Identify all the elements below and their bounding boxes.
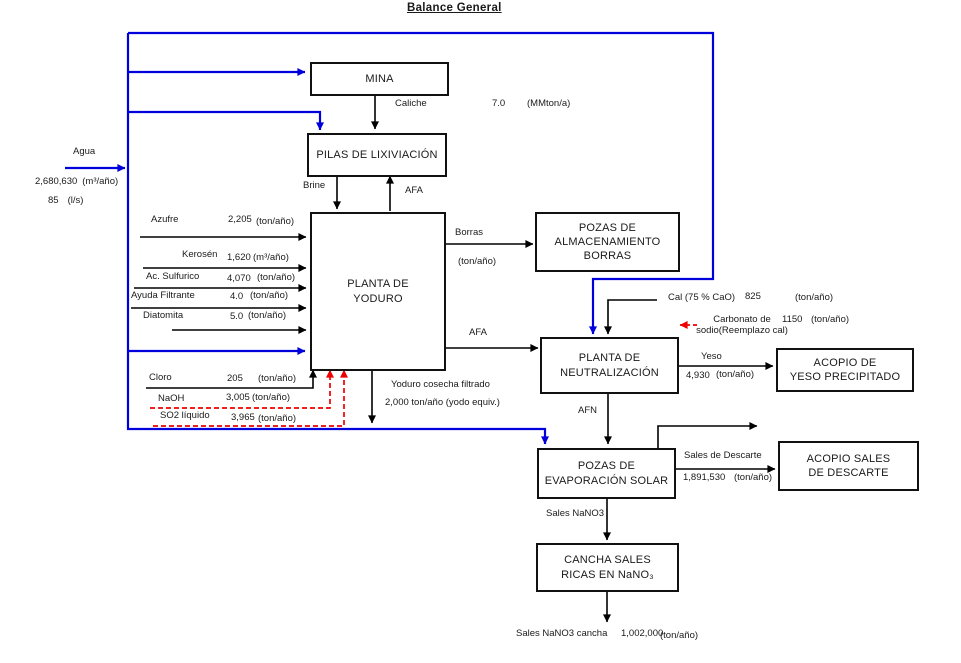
box-acopio-yeso-line1: ACOPIO DE xyxy=(813,356,877,369)
ac-sulfurico-unit: (ton/año) xyxy=(257,272,296,283)
ac-sulfurico-value: 4,070 xyxy=(227,273,251,284)
box-evaporacion-line1: POZAS DE xyxy=(577,460,636,473)
cloro-label: Cloro xyxy=(149,372,172,383)
box-neutralizacion-line1: PLANTA DE xyxy=(578,352,641,365)
agua-value2: 85 xyxy=(48,195,59,206)
naoh-unit: (ton/año) xyxy=(252,392,291,403)
box-mina-label: MINA xyxy=(365,72,394,85)
azufre-unit: (ton/año) xyxy=(256,216,295,227)
box-pilas-lixiviacion: PILAS DE LIXIVIACIÓN xyxy=(307,133,447,177)
box-pozas-evaporacion: POZAS DE EVAPORACIÓN SOLAR xyxy=(537,448,676,499)
evaporacion-top-elbow-arrow xyxy=(657,422,758,448)
ayuda-filtrante-label: Ayuda Filtrante xyxy=(131,290,195,301)
afa-out-label: AFA xyxy=(469,327,487,338)
box-pozas-borras-line2: ALMACENAMIENTO xyxy=(554,235,661,248)
borras-label: Borras xyxy=(455,227,483,238)
caliche-label: Caliche xyxy=(395,98,427,109)
cloro-value: 205 xyxy=(227,373,243,384)
box-acopio-sales-line1: ACOPIO SALES xyxy=(806,452,891,465)
cal-label: Cal (75 % CaO) xyxy=(668,292,736,303)
azufre-label: Azufre xyxy=(151,214,179,225)
yeso-value: 4,930 xyxy=(686,370,710,381)
box-planta-neutralizacion: PLANTA DE NEUTRALIZACIÓN xyxy=(540,337,679,394)
cloro-arrow xyxy=(146,369,317,389)
naoh-value: 3,005 xyxy=(226,392,250,403)
blue-branch-to-pilas xyxy=(128,110,324,131)
box-cancha-sales: CANCHA SALES RICAS EN NaNO₃ xyxy=(536,543,679,592)
agua-unit2: (l/s) xyxy=(67,195,84,206)
afa-recycle-label: AFA xyxy=(405,185,423,196)
sales-cancha-value: 1,002,000 xyxy=(621,628,664,639)
ac-sulfurico-label: Ac. Sulfurico xyxy=(146,271,200,282)
naoh-label: NaOH xyxy=(158,393,185,404)
kerosen-value: 1,620 xyxy=(227,252,251,263)
agua-flow-rate: 85 (l/s) xyxy=(48,195,84,207)
carbonato-line1: Carbonato de xyxy=(713,314,771,325)
diatomita-value: 5.0 xyxy=(230,311,244,322)
blue-loop-left-bottom-line xyxy=(126,33,549,445)
box-planta-yoduro-line2: YODURO xyxy=(353,292,403,305)
so2-unit: (ton/año) xyxy=(258,413,297,424)
naoh-dashed-arrow xyxy=(150,369,334,409)
box-pozas-borras-line1: POZAS DE xyxy=(578,221,637,234)
box-evaporacion-line2: EVAPORACIÓN SOLAR xyxy=(544,474,669,487)
azufre-value: 2,205 xyxy=(228,214,252,225)
blue-loop-top-right-line xyxy=(128,31,715,335)
box-pozas-borras-line3: BORRAS xyxy=(583,250,632,263)
box-cancha-line1: CANCHA SALES xyxy=(564,554,651,567)
cal-unit: (ton/año) xyxy=(795,292,834,303)
kerosen-unit: (m³/año) xyxy=(253,252,289,263)
cal-value: 825 xyxy=(745,291,761,302)
so2-dashed-arrow xyxy=(153,369,348,427)
agua-label: Agua xyxy=(73,146,96,157)
so2-value: 3,965 xyxy=(231,412,255,423)
caliche-value: 7.0 xyxy=(492,98,506,109)
carbonato-unit: (ton/año) xyxy=(811,314,850,325)
agua-value: 2,680,630 xyxy=(35,176,78,187)
box-planta-yoduro-line1: PLANTA DE xyxy=(347,278,409,291)
so2-label: SO2 líquido xyxy=(160,410,210,421)
box-mina: MINA xyxy=(310,62,449,96)
sales-descarte-value: 1,891,530 xyxy=(683,472,726,483)
afn-label: AFN xyxy=(578,405,597,416)
borras-unit: (ton/año) xyxy=(458,256,497,267)
agua-flow-value: 2,680,630 (m³/año) xyxy=(35,176,119,188)
carbonato-label: Carbonato de sodio(Reemplazo cal) xyxy=(690,314,794,337)
box-acopio-yeso-line2: YESO PRECIPITADO xyxy=(789,371,901,383)
diatomita-unit: (ton/año) xyxy=(248,310,287,321)
ayuda-filtrante-value: 4.0 xyxy=(230,291,244,302)
diatomita-label: Diatomita xyxy=(143,310,184,321)
sales-nano3-label: Sales NaNO3 xyxy=(546,508,605,519)
ayuda-filtrante-unit: (ton/año) xyxy=(250,290,289,301)
cal-arrow xyxy=(604,299,657,335)
box-planta-yoduro: PLANTA DE YODURO xyxy=(310,212,446,371)
sales-cancha-unit: (ton/año) xyxy=(660,630,699,641)
kerosen-label: Kerosén xyxy=(182,249,218,260)
cloro-unit: (ton/año) xyxy=(258,373,297,384)
box-acopio-sales-descarte: ACOPIO SALES DE DESCARTE xyxy=(778,441,919,491)
agua-unit: (m³/año) xyxy=(82,176,119,187)
carbonato-line2: sodio(Reemplazo cal) xyxy=(696,324,788,336)
yeso-unit: (ton/año) xyxy=(716,369,755,380)
page-title: Balance General xyxy=(407,2,502,14)
box-neutralizacion-line2: NEUTRALIZACIÓN xyxy=(560,366,659,379)
box-cancha-line2: RICAS EN NaNO₃ xyxy=(561,568,654,581)
yoduro-cosecha-value: 2,000 ton/año (yodo equiv.) xyxy=(385,397,500,408)
yeso-label: Yeso xyxy=(701,351,722,362)
sales-cancha-label: Sales NaNO3 cancha xyxy=(516,628,608,639)
sales-descarte-label: Sales de Descarte xyxy=(684,450,762,461)
brine-label: Brine xyxy=(303,180,326,191)
box-acopio-sales-line2: DE DESCARTE xyxy=(808,467,889,479)
yoduro-cosecha-label: Yoduro cosecha filtrado xyxy=(391,379,490,390)
sales-descarte-unit: (ton/año) xyxy=(734,472,773,483)
carbonato-value: 1150 xyxy=(782,314,803,325)
box-pozas-borras: POZAS DE ALMACENAMIENTO BORRAS xyxy=(535,212,680,272)
box-acopio-yeso: ACOPIO DE YESO PRECIPITADO xyxy=(776,348,914,392)
caliche-unit: (MMton/a) xyxy=(527,98,571,109)
box-pilas-label: PILAS DE LIXIVIACIÓN xyxy=(316,148,438,161)
